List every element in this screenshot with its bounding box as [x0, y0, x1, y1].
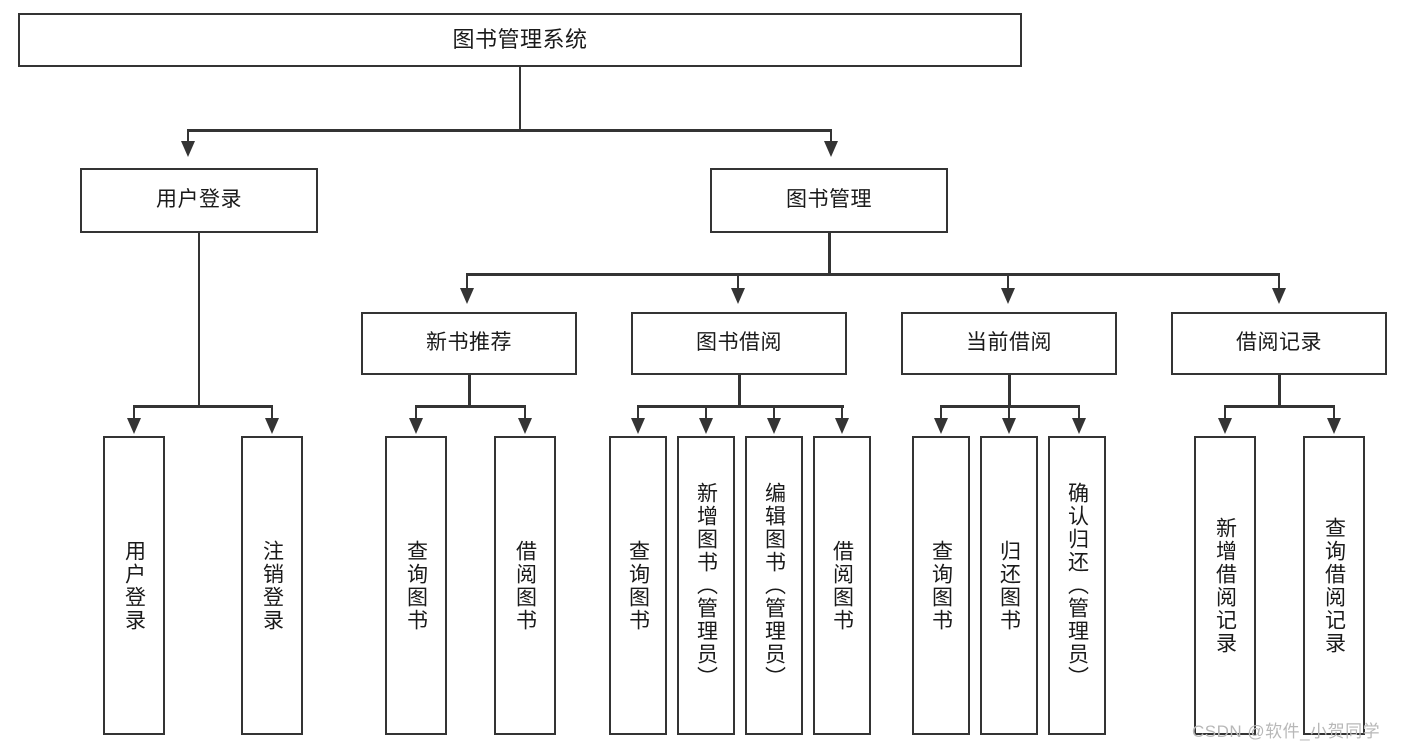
edge-book-mgmt-bus: [466, 273, 1280, 276]
arrow-to-leaf-edit-book: [767, 418, 781, 434]
node-book-borrow[interactable]: 图书借阅: [631, 312, 847, 375]
edge-new-book-to-leaf-2: [524, 405, 526, 425]
edge-root-to-user-login: [187, 129, 189, 151]
csdn-watermark: CSDN @软件_小贺同学: [1192, 722, 1381, 741]
edge-book-borrow-to-leaf-2: [705, 405, 707, 425]
arrow-to-current: [1001, 288, 1015, 304]
node-current-borrow[interactable]: 当前借阅: [901, 312, 1117, 375]
node-label: 图书管理系统: [452, 27, 588, 53]
arrow-to-leaf-user-login: [127, 418, 141, 434]
arrow-to-borrow: [731, 288, 745, 304]
leaf-return-book[interactable]: 归还图书: [980, 436, 1038, 735]
leaf-confirm-return-admin[interactable]: 确认归还（管理员）: [1048, 436, 1106, 735]
arrow-to-leaf-add-book: [699, 418, 713, 434]
node-label: 新书推荐: [426, 331, 512, 355]
node-borrow-record[interactable]: 借阅记录: [1171, 312, 1387, 375]
leaf-add-book-admin[interactable]: 新增图书（管理员）: [677, 436, 735, 735]
edge-borrow-record-to-leaf-1: [1224, 405, 1226, 425]
edge-current-borrow-to-leaf-3: [1078, 405, 1080, 425]
node-label: 借阅图书: [830, 539, 854, 632]
arrow-to-user-login: [181, 141, 195, 157]
node-book-management[interactable]: 图书管理: [710, 168, 948, 233]
arrow-to-leaf-query-book-2: [631, 418, 645, 434]
edge-book-borrow-bus: [637, 405, 844, 408]
edge-user-login-bus: [133, 405, 273, 408]
edge-book-borrow-to-leaf-3: [773, 405, 775, 425]
arrow-to-leaf-borrow-book-2: [835, 418, 849, 434]
arrow-to-leaf-query-record: [1327, 418, 1341, 434]
edge-current-borrow-bus: [940, 405, 1080, 408]
edge-user-login-to-leaf-2: [271, 405, 273, 425]
arrow-to-leaf-confirm-return: [1072, 418, 1086, 434]
edge-book-mgmt-stem: [828, 233, 831, 274]
node-label: 新增借阅记录: [1213, 516, 1237, 655]
edge-root-stem: [519, 67, 521, 130]
leaf-borrow-book[interactable]: 借阅图书: [813, 436, 871, 735]
node-label: 借阅图书: [513, 539, 537, 632]
node-label: 图书管理: [786, 188, 872, 212]
node-user-login[interactable]: 用户登录: [80, 168, 318, 233]
node-label: 查询图书: [626, 539, 650, 632]
edge-current-borrow-stem: [1008, 375, 1011, 407]
edge-new-book-stem: [468, 375, 471, 407]
arrow-to-leaf-borrow-book-1: [518, 418, 532, 434]
node-label: 查询图书: [404, 539, 428, 632]
edge-borrow-record-stem: [1278, 375, 1281, 407]
leaf-borrow-book-new[interactable]: 借阅图书: [494, 436, 556, 735]
edge-root-to-book-mgmt: [830, 129, 832, 151]
node-label: 查询图书: [929, 539, 953, 632]
leaf-query-book-new[interactable]: 查询图书: [385, 436, 447, 735]
arrow-to-leaf-logout: [265, 418, 279, 434]
arrow-to-leaf-query-book-3: [934, 418, 948, 434]
edge-book-mgmt-to-borrow: [737, 273, 739, 296]
node-label: 确认归还（管理员）: [1065, 482, 1089, 689]
node-label: 用户登录: [156, 188, 242, 212]
node-label: 注销登录: [260, 539, 284, 632]
edge-new-book-bus: [415, 405, 526, 408]
leaf-user-login[interactable]: 用户登录: [103, 436, 165, 735]
node-label: 用户登录: [122, 539, 146, 632]
node-label: 新增图书（管理员）: [694, 482, 718, 689]
edge-root-bus: [187, 129, 832, 132]
edge-borrow-record-to-leaf-2: [1333, 405, 1335, 425]
leaf-logout[interactable]: 注销登录: [241, 436, 303, 735]
edge-book-borrow-to-leaf-1: [637, 405, 639, 425]
leaf-query-book-current[interactable]: 查询图书: [912, 436, 970, 735]
edge-current-borrow-to-leaf-1: [940, 405, 942, 425]
edge-book-mgmt-to-current: [1007, 273, 1009, 296]
edge-borrow-record-bus: [1224, 405, 1335, 408]
edge-book-borrow-to-leaf-4: [841, 405, 843, 425]
arrow-to-leaf-return-book: [1002, 418, 1016, 434]
arrow-to-leaf-add-record: [1218, 418, 1232, 434]
node-label: 借阅记录: [1236, 331, 1322, 355]
leaf-add-borrow-record[interactable]: 新增借阅记录: [1194, 436, 1256, 735]
leaf-query-book-borrow[interactable]: 查询图书: [609, 436, 667, 735]
edge-user-login-to-leaf-1: [133, 405, 135, 425]
node-label: 归还图书: [997, 539, 1021, 632]
node-label: 查询借阅记录: [1322, 516, 1346, 655]
leaf-edit-book-admin[interactable]: 编辑图书（管理员）: [745, 436, 803, 735]
arrow-to-new-book: [460, 288, 474, 304]
node-label: 编辑图书（管理员）: [762, 482, 786, 689]
arrow-to-record: [1272, 288, 1286, 304]
edge-current-borrow-to-leaf-2: [1008, 405, 1010, 425]
node-label: 当前借阅: [966, 331, 1052, 355]
edge-book-mgmt-to-new-book: [466, 273, 468, 296]
node-label: 图书借阅: [696, 331, 782, 355]
arrow-to-leaf-query-book-1: [409, 418, 423, 434]
edge-user-login-stem: [198, 233, 200, 406]
leaf-query-borrow-record[interactable]: 查询借阅记录: [1303, 436, 1365, 735]
node-new-book-recommend[interactable]: 新书推荐: [361, 312, 577, 375]
node-root-system[interactable]: 图书管理系统: [18, 13, 1022, 67]
edge-book-borrow-stem: [738, 375, 741, 407]
edge-new-book-to-leaf-1: [415, 405, 417, 425]
arrow-to-book-mgmt: [824, 141, 838, 157]
edge-book-mgmt-to-record: [1278, 273, 1280, 296]
